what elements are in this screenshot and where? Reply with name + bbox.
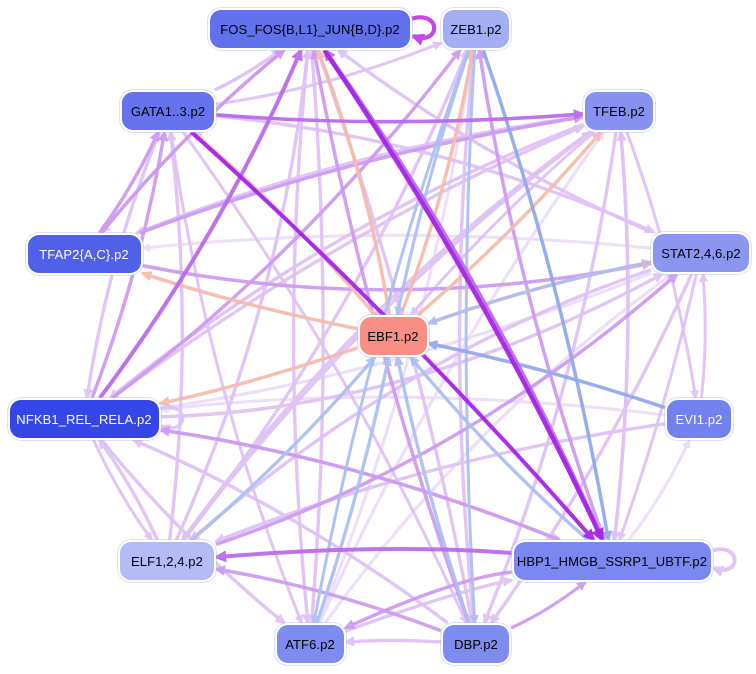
node-nfkb[interactable]: NFKB1_REL_RELA.p2: [9, 400, 159, 438]
edge-tfap2-fos: [99, 48, 287, 235]
node-elf[interactable]: ELF1,2,4.p2: [120, 542, 214, 580]
edge-zeb1-dbp: [464, 49, 479, 626]
edge-hbp1-evi1: [627, 438, 691, 541]
node-label-stat: STAT2,4,6.p2: [661, 245, 741, 261]
edge-nfkb-zeb1: [110, 48, 462, 400]
edge-hbp1-hbp1: [707, 547, 737, 577]
node-tfeb[interactable]: TFEB.p2: [585, 92, 653, 130]
edge-stat-elf: [189, 268, 652, 542]
edge-evi1-nfkb: [158, 395, 666, 417]
edge-gata-stat: [215, 114, 657, 234]
edge-hbp1-ebf1: [408, 355, 590, 542]
edge-nfkb-atf6: [99, 438, 286, 625]
edge-hbp1-atf6: [343, 570, 512, 630]
edge-ebf1-tfap2: [140, 271, 358, 331]
edge-evi1-stat: [699, 271, 708, 399]
edge-fos-atf6: [291, 49, 313, 626]
edge-gata-fos: [213, 48, 283, 92]
edge-nfkb-fos: [98, 47, 303, 400]
node-ebf1[interactable]: EBF1.p2: [359, 317, 427, 355]
node-tfap2[interactable]: TFAP2{A,C}.p2: [27, 235, 141, 273]
edge-dbp-ebf1: [394, 354, 471, 624]
node-stat[interactable]: STAT2,4,6.p2: [653, 234, 749, 272]
edge-elf-ebf1: [190, 355, 377, 542]
node-fos[interactable]: FOS_FOS{B,L1}_JUN{B,D}.p2: [210, 10, 410, 48]
node-label-gata: GATA1..3.p2: [130, 103, 206, 119]
node-label-nfkb: NFKB1_REL_RELA.p2: [16, 411, 152, 427]
edge-tfap2-stat: [142, 259, 654, 292]
edge-elf-stat: [215, 272, 679, 547]
node-label-dbp: DBP.p2: [454, 636, 498, 652]
edge-evi1-elf: [213, 422, 666, 543]
edge-tfeb-dbp: [482, 131, 618, 626]
node-zeb1[interactable]: ZEB1.p2: [443, 10, 509, 48]
node-atf6[interactable]: ATF6.p2: [276, 625, 344, 663]
edge-stat-ebf1: [426, 260, 652, 326]
node-label-atf6: ATF6.p2: [285, 636, 335, 652]
node-hbp1[interactable]: HBP1_HMGB_SSRP1_UBTF.p2: [513, 542, 711, 580]
edge-gata-tfeb: [215, 109, 586, 124]
edge-hbp1-nfkb: [158, 426, 561, 542]
node-label-fos: FOS_FOS{B,L1}_JUN{B,D}.p2: [220, 21, 400, 37]
node-label-tfap2: TFAP2{A,C}.p2: [39, 246, 129, 262]
edge-tfap2-gata: [97, 129, 160, 235]
edge-zeb1-hbp1: [481, 49, 613, 543]
edge-dbp-atf6: [343, 636, 442, 647]
edge-ebf1-tfeb: [416, 130, 603, 317]
edge-ebf1-zeb1: [399, 47, 477, 316]
edge-fos-fos: [407, 15, 437, 46]
edge-tfeb-tfap2: [134, 114, 584, 235]
node-label-hbp1: HBP1_HMGB_SSRP1_UBTF.p2: [516, 553, 708, 569]
edge-tfap2-tfeb: [138, 113, 586, 235]
edge-nfkb-tfeb: [111, 124, 586, 400]
edge-atf6-hbp1: [344, 576, 514, 633]
edge-gata-atf6: [169, 131, 303, 625]
edge-tfeb-hbp1: [610, 131, 630, 543]
node-gata[interactable]: GATA1..3.p2: [122, 92, 214, 130]
edge-elf-gata: [166, 129, 184, 541]
edge-elf-nfkb: [97, 438, 159, 541]
node-label-evi1: EVI1.p2: [675, 411, 723, 427]
edge-evi1-ebf1: [426, 340, 666, 410]
edge-fos-hbp1: [322, 48, 605, 543]
node-evi1[interactable]: EVI1.p2: [667, 400, 731, 438]
node-label-ebf1: EBF1.p2: [367, 328, 419, 344]
node-label-elf: ELF1,2,4.p2: [131, 553, 203, 569]
edge-ebf1-nfkb: [158, 346, 359, 407]
node-label-tfeb: TFEB.p2: [593, 103, 645, 119]
edge-atf6-ebf1: [315, 354, 392, 624]
edge-nfkb-elf: [92, 439, 153, 542]
edge-dbp-hbp1: [510, 580, 588, 630]
edge-hbp1-elf: [213, 546, 512, 563]
edge-dbp-nfkb: [131, 438, 449, 625]
node-dbp[interactable]: DBP.p2: [443, 625, 509, 663]
edge-dbp-zeb1: [457, 47, 479, 624]
edge-stat-tfap2: [140, 233, 652, 252]
node-label-zeb1: ZEB1.p2: [450, 21, 502, 37]
edge-ebf1-fos: [316, 47, 392, 316]
